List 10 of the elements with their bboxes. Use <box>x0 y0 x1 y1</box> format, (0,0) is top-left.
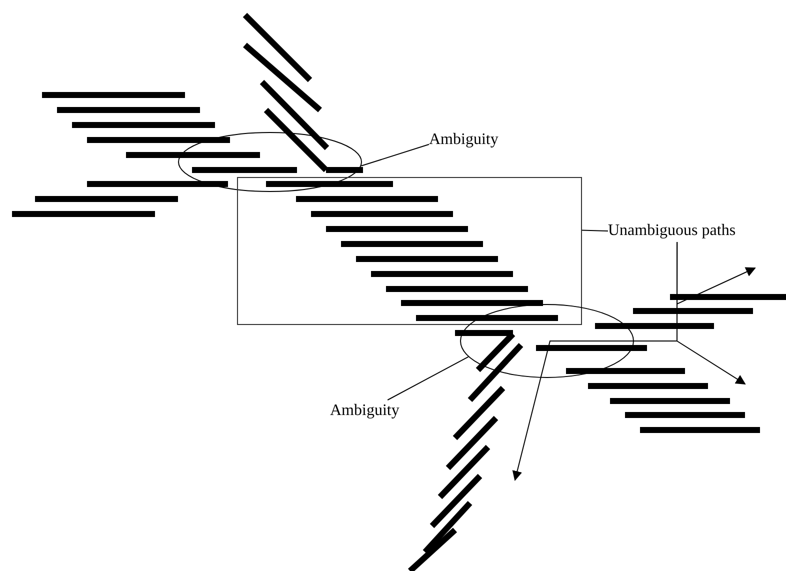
rectangle-outline <box>237 177 582 325</box>
ellipse-outline <box>460 304 634 378</box>
annotation-label: Unambiguous paths <box>608 220 736 242</box>
leader-line <box>360 144 430 166</box>
annotation-label: Ambiguity <box>429 129 498 151</box>
leader-line <box>387 356 469 400</box>
ellipse-outline <box>178 132 362 192</box>
annotation-label: Ambiguity <box>330 400 400 422</box>
arrow <box>512 242 678 481</box>
leader-line <box>582 230 608 232</box>
